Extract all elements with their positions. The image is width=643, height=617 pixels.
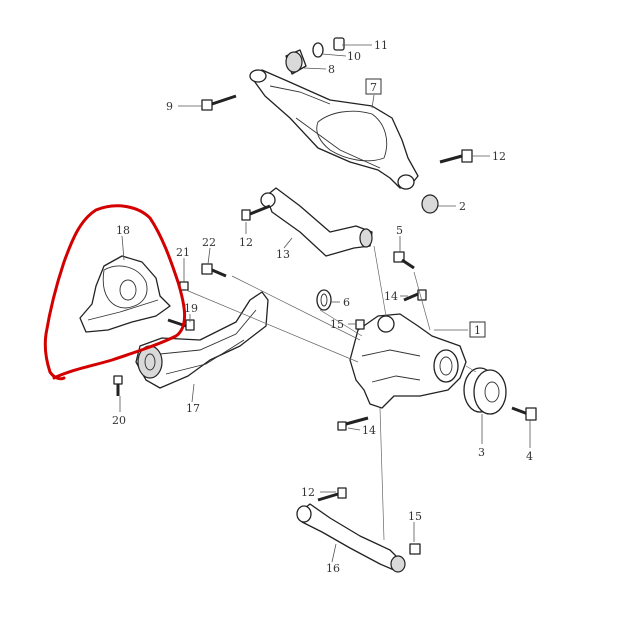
callout-12-upper: 12 [492,150,506,163]
callout-15-lower: 15 [408,510,422,523]
callout-16: 16 [326,562,340,575]
washer-part-10 [312,42,324,58]
knuckle-part-1 [349,313,467,409]
bolt-part-12-lower [317,487,347,502]
bushing-part-8 [285,49,307,75]
callout-17: 17 [186,402,200,415]
hub-part-3 [463,367,507,415]
seal-part-6 [316,289,332,311]
callout-18: 18 [116,224,130,237]
bushing-part-2 [421,194,439,214]
leader-lines [119,44,531,563]
bolt-part-5 [393,251,415,270]
callout-14-lower: 14 [362,424,376,437]
callout-8: 8 [328,63,335,76]
callout-15-upper: 15 [330,318,344,331]
trailing-arm-part-17 [135,291,269,389]
lower-control-arm [249,69,419,190]
mounting-bracket-part-18 [79,255,171,333]
callout-9: 9 [166,100,173,113]
callout-5: 5 [396,224,403,237]
callout-22: 22 [202,236,216,249]
callout-13: 13 [276,248,290,261]
alignment-lines [185,245,477,541]
callout-12-lower: 12 [301,486,315,499]
lower-link-part-16 [296,503,406,573]
callout-labels: 11 10 8 7 9 12 2 12 13 5 18 21 22 6 14 1… [112,39,533,575]
bolt-part-14-lower [337,416,369,431]
bolt-part-9 [201,94,237,111]
callout-1: 1 [474,324,481,337]
callout-10: 10 [347,50,361,63]
callout-11: 11 [374,39,388,52]
bolt-part-22 [201,263,227,278]
nut-part-11 [333,37,345,51]
bolt-part-12-upper [439,149,473,164]
callout-19: 19 [184,302,198,315]
callout-box-1 [469,321,486,338]
callout-14-upper: 14 [384,290,398,303]
callout-21: 21 [176,246,190,259]
callout-2: 2 [459,200,466,213]
upper-link-arm [260,187,373,257]
bolt-part-20 [113,375,123,396]
bolt-part-4 [511,406,537,421]
nut-part-15-lower [409,543,421,555]
red-highlight-outline [43,204,186,381]
callout-7: 7 [370,81,377,94]
bolt-part-12-mid [241,204,271,221]
nut-part-15-upper [355,319,365,330]
callout-6: 6 [343,296,350,309]
callout-box-7 [365,78,382,95]
callout-12-mid: 12 [239,236,253,249]
callout-3: 3 [478,446,485,459]
callout-20: 20 [112,414,126,427]
callout-4: 4 [526,450,533,463]
bolt-part-14-upper [403,289,427,302]
